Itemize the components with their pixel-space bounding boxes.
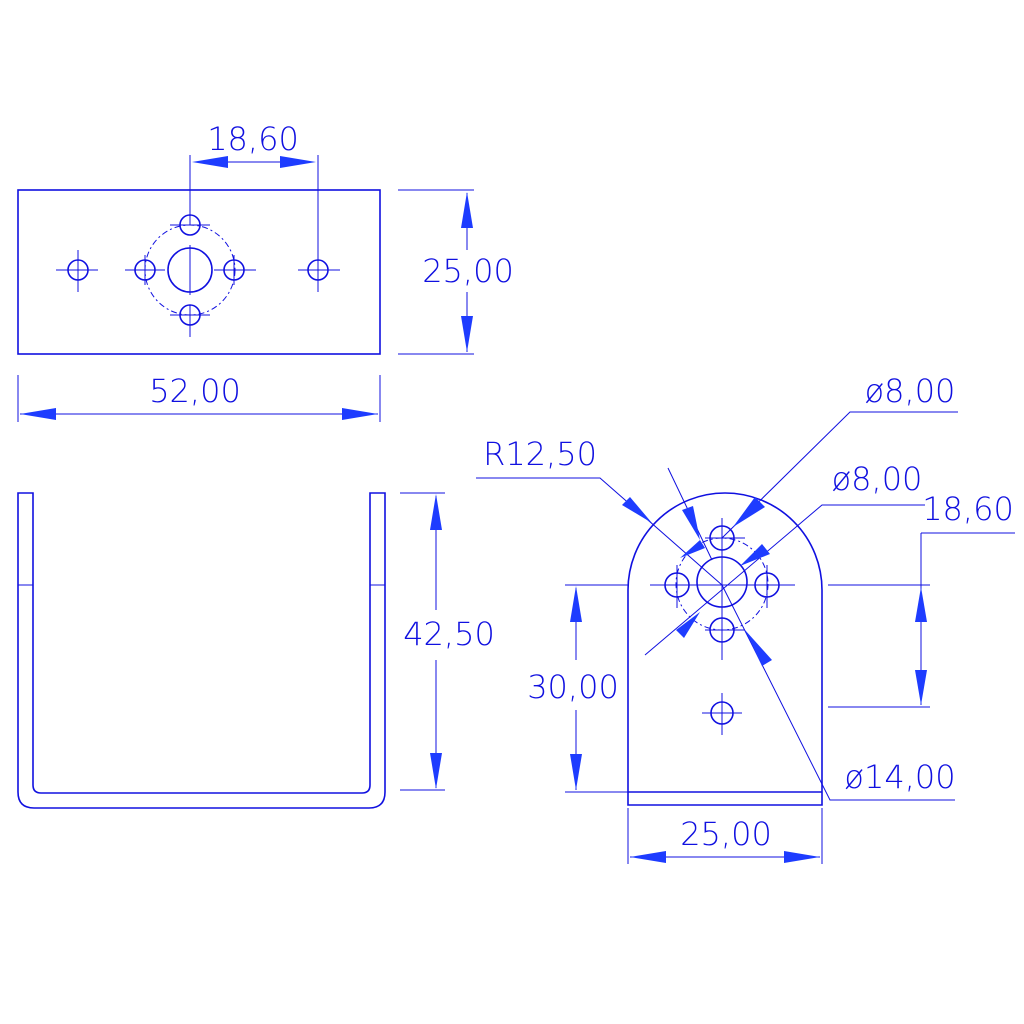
svg-text:ø8,00: ø8,00 bbox=[865, 372, 956, 410]
small-holes bbox=[67, 214, 329, 326]
svg-text:30,00: 30,00 bbox=[527, 668, 619, 706]
svg-text:ø14,00: ø14,00 bbox=[844, 758, 955, 796]
u-bracket-outline bbox=[17, 492, 386, 809]
top-view: 18,60 25,00 52,00 bbox=[17, 120, 514, 422]
dim-25-00-top: 25,00 bbox=[422, 252, 514, 290]
svg-text:25,00: 25,00 bbox=[680, 815, 772, 853]
svg-text:42,50: 42,50 bbox=[403, 615, 495, 653]
dim-height: 25,00 bbox=[398, 189, 514, 355]
dim-52-00: 52,00 bbox=[149, 372, 241, 410]
dim-42-50: 42,50 bbox=[400, 492, 495, 791]
svg-text:R12,50: R12,50 bbox=[483, 435, 597, 473]
side-view: ø8,00 ø8,00 R12,50 ø14,00 30,00 18,60 25… bbox=[476, 372, 1015, 864]
front-view: 42,50 bbox=[17, 492, 495, 809]
dim-18-60-top: 18,60 bbox=[207, 120, 299, 158]
svg-text:ø8,00: ø8,00 bbox=[832, 460, 923, 498]
dim-hole-spacing: 18,60 bbox=[189, 120, 319, 270]
svg-text:18,60: 18,60 bbox=[922, 490, 1014, 528]
side-outline bbox=[627, 492, 823, 806]
plate-outline bbox=[17, 189, 381, 355]
dim-width: 52,00 bbox=[17, 372, 381, 422]
